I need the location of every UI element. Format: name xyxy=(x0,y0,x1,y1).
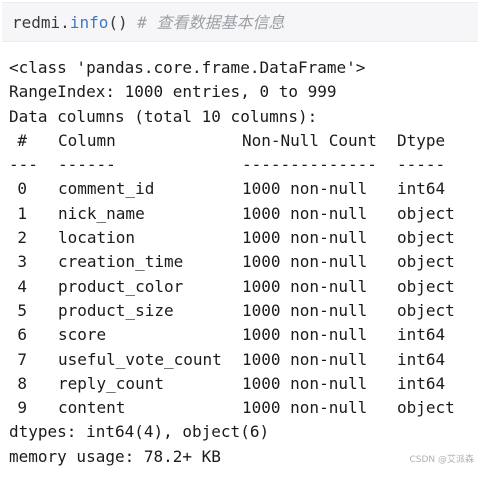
table-dash-row: ---------------------------- xyxy=(9,153,477,177)
row-dtype: int64 xyxy=(397,349,446,369)
code-cell[interactable]: redmi.info() # 查看数据基本信息 xyxy=(2,2,478,42)
row-non-null: 1000 non-null xyxy=(242,228,368,248)
data-columns-line: Data columns (total 10 columns): xyxy=(9,106,318,126)
row-non-null: 1000 non-null xyxy=(242,203,368,223)
code-method: info xyxy=(69,13,109,32)
code-line[interactable]: redmi.info() # 查看数据基本信息 xyxy=(12,12,285,34)
row-non-null: 1000 non-null xyxy=(242,373,368,393)
row-non-null: 1000 non-null xyxy=(242,349,368,369)
dash-column: ------ xyxy=(58,155,116,175)
table-row: 4 product_color 1000 non-null object xyxy=(9,275,477,299)
code-object: redmi xyxy=(12,13,61,32)
watermark: CSDN @艾派森 xyxy=(409,455,474,465)
row-column: reply_count xyxy=(58,373,164,393)
row-non-null: 1000 non-null xyxy=(242,325,368,345)
row-dtype: object xyxy=(397,398,455,418)
code-comment: # 查看数据基本信息 xyxy=(137,13,285,32)
row-column: nick_name xyxy=(58,203,145,223)
row-column: score xyxy=(58,325,107,345)
row-column: content xyxy=(58,398,126,418)
row-num: 9 xyxy=(17,398,27,418)
row-num: 4 xyxy=(17,276,27,296)
row-dtype: object xyxy=(397,228,455,248)
row-dtype: int64 xyxy=(397,179,446,199)
table-row: 1 nick_name 1000 non-null object xyxy=(9,202,477,226)
dtypes-line: dtypes: int64(4), object(6) xyxy=(9,422,270,442)
row-num: 3 xyxy=(17,252,27,272)
row-non-null: 1000 non-null xyxy=(242,398,368,418)
range-index-line: RangeIndex: 1000 entries, 0 to 999 xyxy=(9,82,337,102)
table-row: 9 content 1000 non-null object xyxy=(9,396,477,420)
row-non-null: 1000 non-null xyxy=(242,179,368,199)
row-num: 2 xyxy=(17,228,27,248)
dash-num: --- xyxy=(9,155,38,175)
dash-dtype: ----- xyxy=(397,155,446,175)
class-line: <class 'pandas.core.frame.DataFrame'> xyxy=(9,58,366,77)
table-row: 3 creation_time 1000 non-null object xyxy=(9,250,477,274)
row-num: 6 xyxy=(17,325,27,345)
row-column: comment_id xyxy=(58,179,155,199)
row-num: 7 xyxy=(17,349,27,369)
table-row: 2 location 1000 non-null object xyxy=(9,226,477,250)
row-column: product_size xyxy=(58,300,174,320)
code-dot: . xyxy=(60,13,70,32)
row-dtype: int64 xyxy=(397,325,446,345)
code-spacer xyxy=(128,13,138,32)
row-dtype: object xyxy=(397,203,455,223)
table-row: 8 reply_count 1000 non-null int64 xyxy=(9,372,477,396)
memory-usage-line: memory usage: 78.2+ KB xyxy=(9,446,221,466)
table-row: 6 score 1000 non-null int64 xyxy=(9,323,477,347)
row-dtype: object xyxy=(397,300,455,320)
row-dtype: object xyxy=(397,276,455,296)
row-num: 5 xyxy=(17,300,27,320)
row-column: product_color xyxy=(58,276,184,296)
row-non-null: 1000 non-null xyxy=(242,276,368,296)
row-dtype: int64 xyxy=(397,373,446,393)
table-row: 5 product_size 1000 non-null object xyxy=(9,299,477,323)
header-non-null: Non-Null Count xyxy=(242,130,377,150)
table-header-row: # Column Non-Null Count Dtype xyxy=(9,129,477,153)
row-column: creation_time xyxy=(58,252,184,272)
row-num: 0 xyxy=(17,179,27,199)
row-non-null: 1000 non-null xyxy=(242,300,368,320)
row-num: 1 xyxy=(17,203,27,223)
row-num: 8 xyxy=(17,373,27,393)
header-num: # xyxy=(17,130,27,150)
header-column: Column xyxy=(58,130,116,150)
cell-output: <class 'pandas.core.frame.DataFrame'> Ra… xyxy=(9,56,477,469)
row-dtype: object xyxy=(397,252,455,272)
dash-non-null: -------------- xyxy=(242,155,377,175)
row-non-null: 1000 non-null xyxy=(242,252,368,272)
header-dtype: Dtype xyxy=(397,130,446,150)
table-row: 0 comment_id 1000 non-null int64 xyxy=(9,177,477,201)
code-parens: () xyxy=(108,13,128,32)
row-column: location xyxy=(58,228,136,248)
table-row: 7 useful_vote_count 1000 non-null int64 xyxy=(9,348,477,372)
row-column: useful_vote_count xyxy=(58,349,222,369)
